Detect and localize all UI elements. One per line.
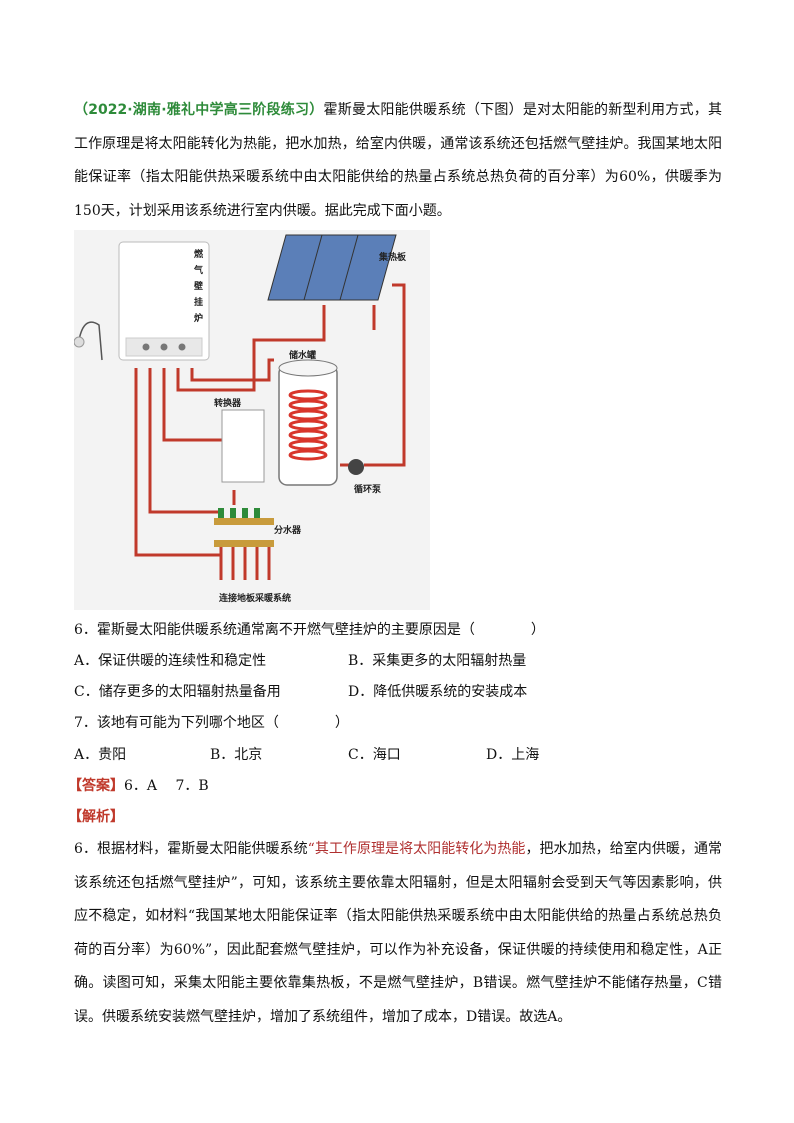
boiler-label-4: 挂 <box>194 296 203 308</box>
q6-stem: 6．霍斯曼太阳能供暖系统通常离不开燃气壁挂炉的主要原因是（ ） <box>74 622 545 638</box>
q7-option-b: B．北京 <box>210 747 263 763</box>
analysis-paragraph: 6．根据材料，霍斯曼太阳能供暖系统“其工作原理是将太阳能转化为热能，把水加热，给… <box>74 833 722 1034</box>
converter-label: 转换器 <box>214 397 242 409</box>
answer-text: 6．A 7．B <box>124 778 209 794</box>
tank-label: 储水罐 <box>289 349 316 361</box>
pipe <box>134 368 222 557</box>
question-source: （2022·湖南·雅礼中学高三阶段练习） <box>74 102 324 118</box>
analysis-intro: 6．根据材料，霍斯曼太阳能供暖系统 <box>74 841 308 857</box>
solar-collectors: 集热板 <box>267 234 407 301</box>
diagram-svg: 燃 气 壁 挂 炉 集热板 <box>73 230 430 610</box>
q6-option-d: D．降低供暖系统的安装成本 <box>348 684 528 700</box>
pipe <box>190 358 274 382</box>
answer-label: 【答案】 <box>68 778 124 794</box>
collector-label: 集热板 <box>378 251 407 263</box>
pipe <box>148 368 222 514</box>
q7-option-c: C．海口 <box>348 747 401 763</box>
analysis-heading: 【解析】 <box>68 807 124 827</box>
converter: 转换器 <box>214 397 265 483</box>
q6-option-a: A．保证供暖的连续性和稳定性 <box>74 653 267 669</box>
q6-option-c: C．储存更多的太阳辐射热量备用 <box>74 684 281 700</box>
pipe <box>162 368 229 442</box>
q7-option-d: D．上海 <box>486 747 540 763</box>
pump: 循环泵 <box>348 459 382 495</box>
pump-label: 循环泵 <box>354 483 382 495</box>
analysis-quote: “其工作原理是将太阳能转化为热能 <box>307 841 526 857</box>
solar-heating-diagram: 燃 气 壁 挂 炉 集热板 <box>73 230 430 610</box>
boiler: 燃 气 壁 挂 炉 <box>118 241 210 361</box>
intro-paragraph: （2022·湖南·雅礼中学高三阶段练习）霍斯曼太阳能供暖系统（下图）是对太阳能的… <box>74 94 722 228</box>
q7-stem: 7．该地有可能为下列哪个地区（ ） <box>74 715 349 731</box>
analysis-label: 【解析】 <box>68 809 124 825</box>
manifold: 分水器 连接地板采暖系统 <box>214 508 302 604</box>
boiler-label-3: 壁 <box>194 280 203 292</box>
intro-text: 霍斯曼太阳能供暖系统（下图）是对太阳能的新型利用方式，其工作原理是将太阳能转化为… <box>74 102 722 219</box>
boiler-label-1: 燃 <box>194 248 204 260</box>
pipe <box>364 283 406 467</box>
q6-option-b: B．采集更多的太阳辐射热量 <box>348 653 527 669</box>
q7-option-a: A．贵阳 <box>74 747 127 763</box>
distributor-label: 分水器 <box>274 524 302 536</box>
boiler-label-5: 炉 <box>194 312 203 324</box>
floor-heating-label: 连接地板采暖系统 <box>219 592 291 604</box>
storage-tank: 储水罐 <box>278 349 338 486</box>
analysis-body: ，把水加热，给室内供暖，通常该系统还包括燃气壁挂炉”，可知，该系统主要依靠太阳辐… <box>74 841 722 1025</box>
boiler-label-2: 气 <box>193 264 203 276</box>
pipe <box>176 305 326 392</box>
answer-line: 【答案】6．A 7．B <box>68 776 209 796</box>
